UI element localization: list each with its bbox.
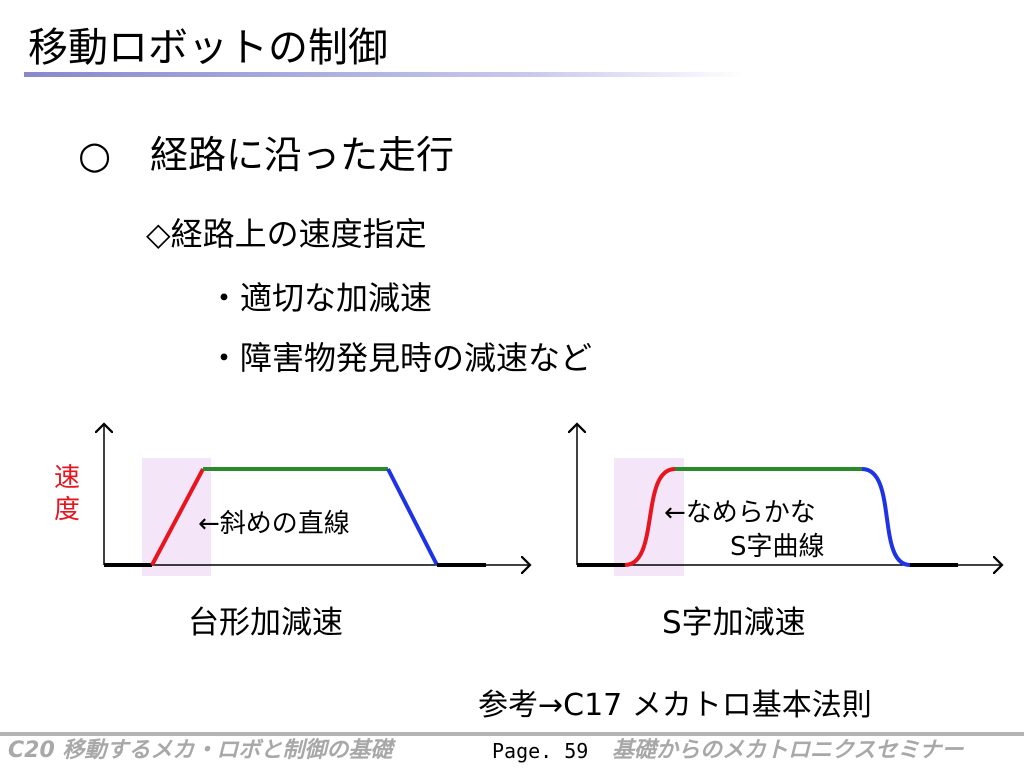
main-bullet-text: 経路に沿った走行 xyxy=(150,133,455,177)
accel-curve xyxy=(624,467,676,567)
circle-bullet-icon: ○ xyxy=(78,133,112,177)
decel-line xyxy=(386,468,439,566)
trapezoid-caption: 台形加減速 xyxy=(188,605,343,641)
title-underline xyxy=(24,72,744,77)
s-curve-caption: S字加減速 xyxy=(662,605,806,641)
main-bullet: ○ 経路に沿った走行 xyxy=(78,132,454,178)
list-item: ・適切な加減速 xyxy=(208,279,433,317)
footer-course-title: C20 移動するメカ・ロボと制御の基礎 xyxy=(8,738,393,763)
decel-curve xyxy=(861,467,911,567)
s-curve-annotation-line1: ←なめらかな xyxy=(664,498,816,528)
s-curve-annotation-line2: S字曲線 xyxy=(730,532,825,562)
page-number: Page. 59 xyxy=(492,739,589,763)
sub-heading: ◇経路上の速度指定 xyxy=(146,215,427,253)
list-item: ・障害物発見時の減速など xyxy=(208,339,593,377)
reference-note: 参考→C17 メカトロ基本法則 xyxy=(478,688,872,723)
footer-divider xyxy=(0,732,1024,736)
trapezoid-annotation: ←斜めの直線 xyxy=(198,509,350,539)
slide-title: 移動ロボットの制御 xyxy=(28,25,388,71)
s-curve-chart xyxy=(577,424,1002,576)
y-axis-label: 速度 xyxy=(53,463,80,525)
accel-line xyxy=(150,468,205,566)
footer-seminar-title: 基礎からのメカトロニクスセミナー xyxy=(612,738,964,763)
trapezoid-chart xyxy=(104,424,530,576)
